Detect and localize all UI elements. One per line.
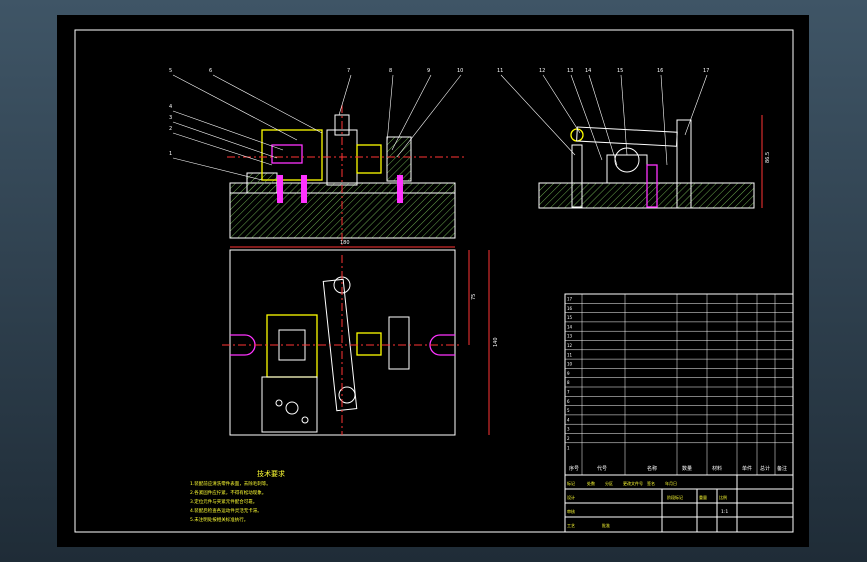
title-block-label: 标记	[567, 480, 575, 486]
title-block-label: 批准	[602, 522, 610, 528]
bom-row-number: 12	[567, 343, 573, 348]
bom-row-number: 11	[567, 352, 573, 357]
title-block-label: 年月日	[665, 480, 677, 486]
plan-height-label: 140	[493, 337, 499, 347]
bom-row-number: 8	[567, 380, 570, 385]
title-block-label: 审核	[567, 508, 575, 514]
balloon-label: 16	[657, 68, 663, 74]
title-block-label: 比例	[719, 494, 727, 500]
bom-table: 17 16 15 14 13 12 11 10 9 8 7 6 5 4 3 2 1 序号 代号 名称 数量 材料 单件 总计备…	[564, 293, 794, 476]
technical-requirement-line: 1.装配前应清洗零件表面，去除毛刺等。	[190, 482, 271, 487]
cad-drawing: 180 86.5	[74, 29, 794, 533]
bom-header-cell: 序号	[569, 465, 579, 472]
balloon-label: 9	[427, 68, 430, 74]
balloon-label: 8	[389, 68, 392, 74]
bom-header-cell: 备注	[777, 465, 787, 472]
balloon-label: 17	[703, 68, 709, 74]
plan-view: 140 75	[222, 249, 499, 436]
title-block-label: 重量	[699, 494, 707, 500]
bom-row-number: 5	[567, 408, 570, 413]
plan-inner-label: 75	[471, 294, 477, 300]
front-width-label: 180	[340, 240, 350, 246]
balloon-label: 11	[497, 68, 503, 74]
bom-header-cell: 数量	[682, 465, 692, 472]
bom-row-number: 7	[567, 390, 570, 395]
balloon-label: 7	[347, 68, 350, 74]
bom-row-number: 3	[567, 427, 570, 432]
title-block-label: 处数	[587, 480, 595, 486]
balloon-label: 13	[567, 68, 573, 74]
technical-requirement-line: 3.定位元件与夹紧元件配合可靠。	[190, 500, 258, 505]
balloon-label: 14	[585, 68, 591, 74]
front-view: 180	[227, 105, 467, 248]
balloon-label: 15	[617, 68, 623, 74]
v-block	[261, 129, 323, 181]
inner-border	[74, 29, 794, 533]
bom-header-cell: 代号	[597, 465, 607, 472]
bom-row-number: 6	[567, 399, 570, 404]
title-block-label: 更改文件号	[623, 480, 643, 486]
bom-row-number: 2	[567, 436, 570, 441]
balloon-label: 2	[169, 126, 172, 132]
title-block-label: 分区	[605, 480, 613, 486]
bom-header-cell: 总计	[760, 465, 770, 472]
technical-requirements-title: 技术要求	[257, 470, 285, 478]
technical-requirement-line: 2.各紧固件应拧紧，不得有松动现象。	[190, 491, 267, 496]
bom-header-cell: 单件	[742, 465, 752, 472]
balloon-label: 10	[457, 68, 463, 74]
scale-value: 1:1	[721, 509, 728, 515]
technical-requirement-line: 4.装配后检查各运动件灵活无卡滞。	[190, 509, 262, 514]
bom-row-number: 17	[567, 297, 573, 302]
plan-v-block	[266, 314, 318, 378]
bom-row-number: 9	[567, 371, 570, 376]
balloon-label: 3	[169, 115, 172, 121]
balloon-label: 5	[169, 68, 172, 74]
bom-row-number: 4	[567, 417, 570, 422]
side-height-label: 86.5	[765, 152, 771, 163]
bom-row-number: 1	[567, 445, 570, 450]
side-view: 86.5	[538, 115, 771, 209]
title-block: 标记 处数 分区 更改文件号签名 年月日设计审核工艺 批准 阶段标记 重量 比例 1:1	[564, 474, 794, 533]
title-block-label: 签名	[647, 480, 655, 486]
drawing-sheet: 180 86.5	[57, 15, 809, 547]
technical-requirement-line: 5.未注明处按相关标准执行。	[190, 518, 249, 523]
bom-header-cell: 名称	[647, 465, 657, 472]
balloon-label: 1	[169, 151, 172, 157]
title-block-label: 设计	[567, 494, 575, 500]
bom-row-number: 10	[567, 362, 573, 367]
bom-row-number: 13	[567, 334, 573, 339]
balloon-label: 6	[209, 68, 212, 74]
bom-row-number: 15	[567, 315, 573, 320]
title-block-label: 阶段标记	[667, 494, 683, 500]
bom-row-number: 14	[567, 324, 573, 329]
title-block-label: 工艺	[567, 523, 575, 528]
balloon-label: 4	[169, 104, 172, 110]
bom-row-number: 16	[567, 306, 573, 311]
bom-header-cell: 材料	[712, 465, 722, 472]
balloon-label: 12	[539, 68, 545, 74]
